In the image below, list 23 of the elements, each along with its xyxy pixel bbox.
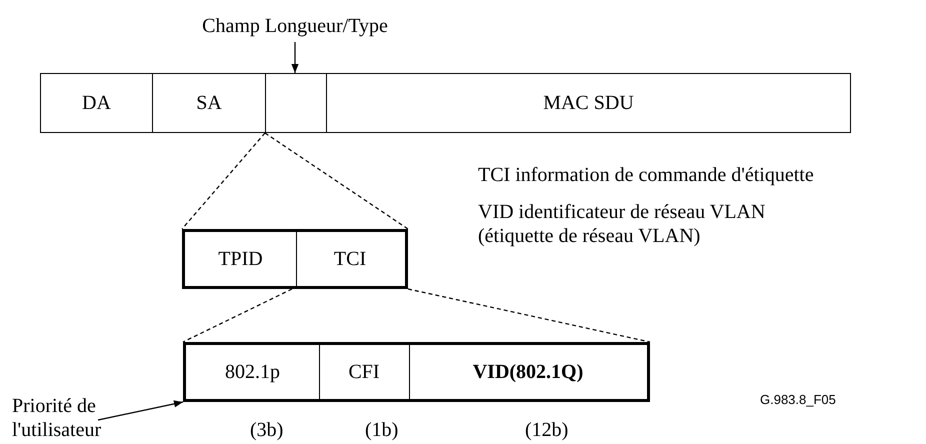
field-cell: DA	[40, 73, 153, 133]
field-cell: 802.1p	[183, 342, 320, 402]
bit-width-label: (12b)	[525, 418, 568, 442]
expansion-line	[264, 132, 408, 230]
field-label: Champ Longueur/Type	[190, 12, 400, 40]
field-cell: MAC SDU	[326, 73, 851, 133]
field-cell	[265, 73, 327, 133]
field-cell: VID(802.1Q)	[409, 342, 650, 402]
note-text: VID identificateur de réseau VLAN (étiquette de réseau VLAN)	[478, 200, 766, 248]
field-cell: CFI	[319, 342, 410, 402]
field-cell: TCI	[295, 229, 408, 289]
bit-width-label: (1b)	[365, 418, 398, 442]
note-text: TCI information de commande d'étiquette	[478, 163, 815, 187]
expansion-line	[182, 288, 292, 343]
field-cell: TPID	[182, 229, 297, 289]
figure-id: G.983.8_F05	[760, 391, 837, 409]
bit-width-label: (3b)	[250, 418, 284, 442]
annotation-text: Priorité de l'utilisateur	[12, 392, 124, 444]
arrow	[291, 42, 299, 73]
expansion-line	[408, 288, 650, 343]
arrow	[98, 400, 184, 421]
field-cell: SA	[152, 73, 266, 133]
expansion-line	[182, 132, 266, 230]
